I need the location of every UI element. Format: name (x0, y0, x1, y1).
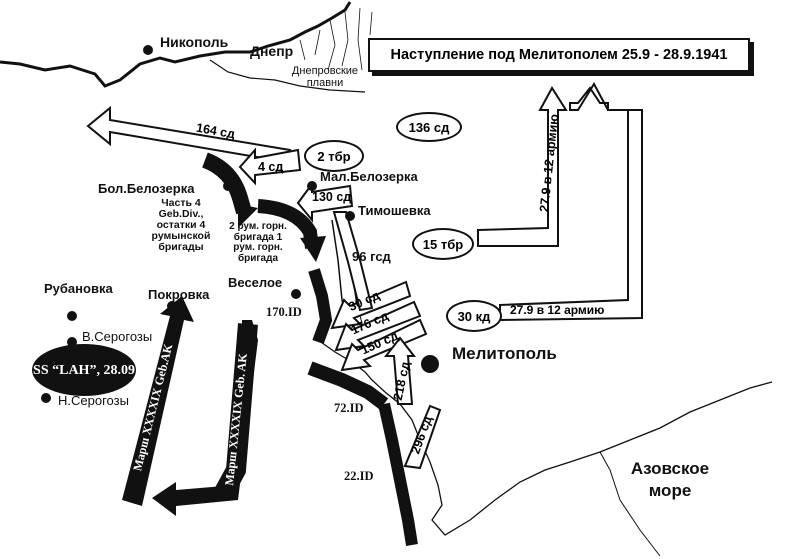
mal-belozerka-dot (307, 181, 317, 191)
coast-inlet (599, 451, 661, 557)
front-line-170id (308, 268, 333, 345)
front-arrow-center (300, 236, 326, 262)
bol-belozerka-dot (223, 181, 233, 191)
arrow-4-sd (238, 147, 302, 186)
label-130-sd: 130 сд (312, 190, 352, 204)
dnieper-river (0, 1, 352, 88)
label-to-12-army-b: 27.9 в 12 армию (510, 303, 605, 317)
label-timoshevka: Тимошевка (358, 203, 431, 218)
unit-ss-lah: SS “LAH”, 28.09 (32, 344, 136, 396)
label-ss-lah: SS “LAH”, 28.09 (33, 362, 135, 378)
map-title: Наступление под Мелитополем 25.9 - 28.9.… (390, 47, 728, 63)
coastline (317, 339, 773, 536)
unit-15-tbr: 15 тбр (412, 228, 474, 260)
label-pokrovka: Покровка (148, 287, 210, 302)
arrow-164-sd (86, 105, 292, 164)
label-4-sd: 4 сд (258, 160, 284, 174)
arrow-296-sd (403, 404, 442, 470)
label-mal-belozerka: Мал.Белозерка (320, 169, 418, 184)
arrow-96-gsd (332, 211, 374, 312)
arrow-150-sd (340, 318, 428, 372)
label-n-serogozy: Н.Серогозы (58, 393, 129, 408)
pokrovka-dot (167, 301, 177, 311)
label-170-id: 170.ID (266, 305, 302, 319)
label-bol-belozerka: Бол.Белозерка (98, 181, 195, 196)
label-dnepr: Днепр (250, 43, 294, 59)
unit-136-sd: 136 сд (396, 112, 462, 142)
label-veseloe: Веселое (228, 275, 283, 290)
map-title-box: Наступление под Мелитополем 25.9 - 28.9.… (368, 38, 750, 72)
label-v-serogozy: В.Серогозы (82, 329, 153, 344)
unit-2-tbr: 2 тбр (304, 140, 364, 172)
label-72-id: 72.ID (334, 401, 364, 415)
dnieper-bank (209, 59, 366, 93)
label-rum-brigades: 2 рум. горн. бригада 1 рум. горн. бригад… (229, 221, 287, 264)
veseloe-dot (291, 289, 301, 299)
front-arrow-north (238, 204, 258, 228)
unit-30-kd: 30 кд (446, 300, 502, 332)
timoshevka-dot (345, 211, 355, 221)
nikopol-dot (143, 45, 153, 55)
n-serogozy-dot (41, 393, 51, 403)
plavni-marsh (299, 7, 373, 71)
front-line-72id (307, 361, 389, 410)
label-22-id: 22.ID (344, 469, 374, 483)
label-geb-div: Часть 4 Geb.Div., остатки 4 румынской бр… (151, 197, 211, 254)
label-rubanovka: Рубановка (44, 281, 113, 296)
arrow-30-kd-to-12-army (499, 81, 643, 322)
label-azov-sea: Азовское море (630, 459, 710, 500)
front-line-north (201, 152, 252, 215)
front-line-center (257, 199, 319, 249)
label-plavni: Днепровские плавни (291, 65, 359, 89)
march-arrow-1 (122, 296, 194, 506)
arrow-15-tbr-to-12-army (477, 86, 568, 247)
march-arrow-2-body (215, 323, 258, 497)
arrow-218-sd (383, 336, 417, 405)
label-nikopol: Никополь (160, 34, 229, 50)
front-line-22id (378, 402, 418, 546)
label-melitopol: Мелитополь (452, 344, 557, 363)
label-96-gsd: 96 гсд (352, 249, 391, 264)
rubanovka-dot (67, 311, 77, 321)
melitopol-dot (421, 355, 439, 373)
